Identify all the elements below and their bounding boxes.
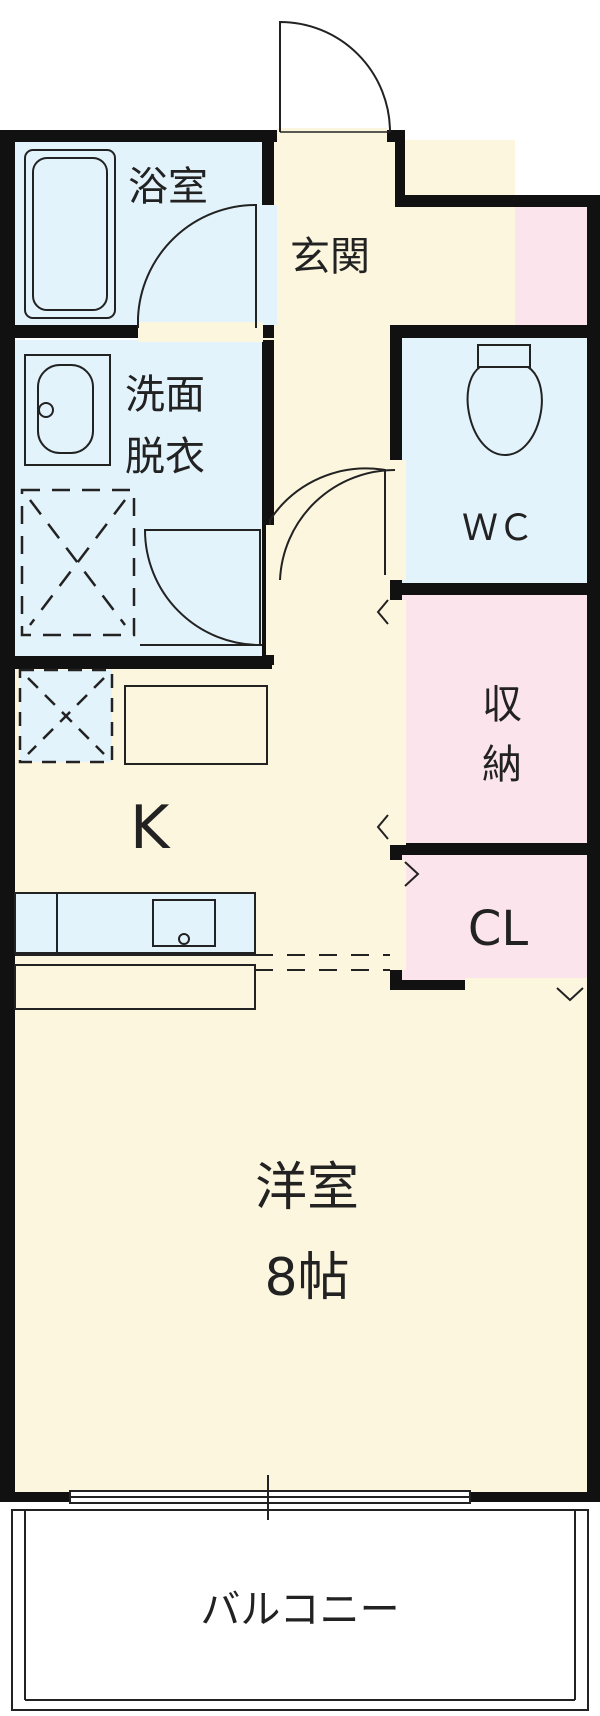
washroom-floor [15,340,270,662]
washroom-door-swing [269,467,386,575]
storage-floor [400,595,587,845]
hall-door-swing [279,468,396,581]
kitchen-sink [14,892,256,1010]
toilet [466,344,543,457]
kitchen-shelf [124,685,268,765]
fridge-space [18,668,114,764]
hallway-floor [270,335,395,665]
washing-machine-space [20,488,136,637]
western-room-floor [15,990,587,1498]
label-closet: CL [468,901,529,957]
label-bath: 浴室 [128,164,208,210]
label-washroom-1: 洗面 [125,372,205,418]
label-entrance: 玄関 [290,234,370,280]
closet-floor [400,855,587,985]
dashed-separator [255,954,390,971]
entrance-shoe-box [515,205,587,335]
balcony [11,1509,589,1711]
entrance-floor [270,140,515,335]
wc-floor [400,335,587,585]
label-balcony: バルコニー [200,1587,399,1633]
label-wc: ＷＣ [462,508,534,549]
label-storage-1: 収 [482,682,522,728]
bathtub [24,149,116,319]
bath-door-swing [137,203,257,328]
label-western-room: 洋室 [255,1158,359,1218]
wash-basin [24,354,111,466]
floor-fills [15,140,587,1498]
kitchen-counter [15,893,255,953]
door-openings [138,128,587,992]
label-western-room-size: 8帖 [264,1248,349,1308]
label-washroom-2: 脱衣 [125,434,205,480]
door-swings [137,20,396,647]
label-kitchen: K [130,793,171,863]
label-storage-2: 納 [482,742,522,788]
entrance-door-swing [279,20,391,133]
bath-floor [15,140,270,335]
balcony-window [69,1475,471,1520]
storage-door-markers [376,599,584,1002]
